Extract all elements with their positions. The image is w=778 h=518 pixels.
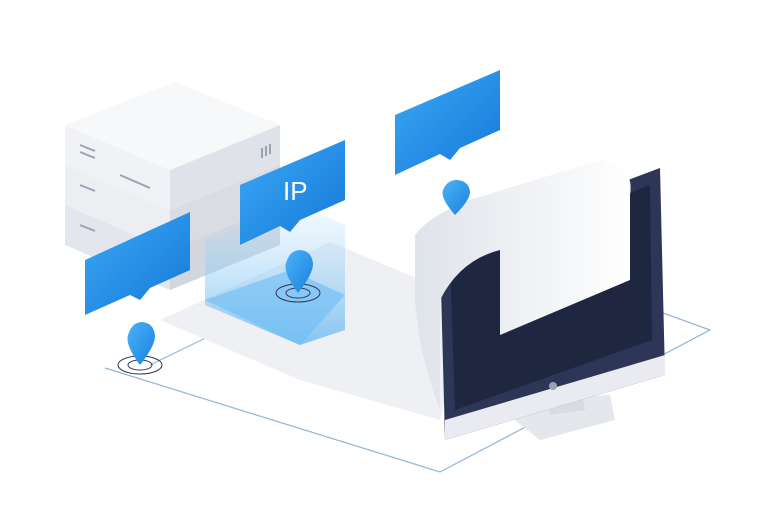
- floor-highlight: [205, 270, 345, 345]
- location-pin-left: [117, 322, 163, 375]
- location-pin-right: [442, 180, 470, 215]
- curling-paper: [415, 160, 631, 410]
- ip-label: IP: [283, 176, 308, 206]
- location-pin-center: [275, 250, 321, 303]
- info-card-left: [85, 212, 190, 315]
- ip-card: IP: [240, 140, 345, 245]
- info-card-right: [395, 70, 500, 175]
